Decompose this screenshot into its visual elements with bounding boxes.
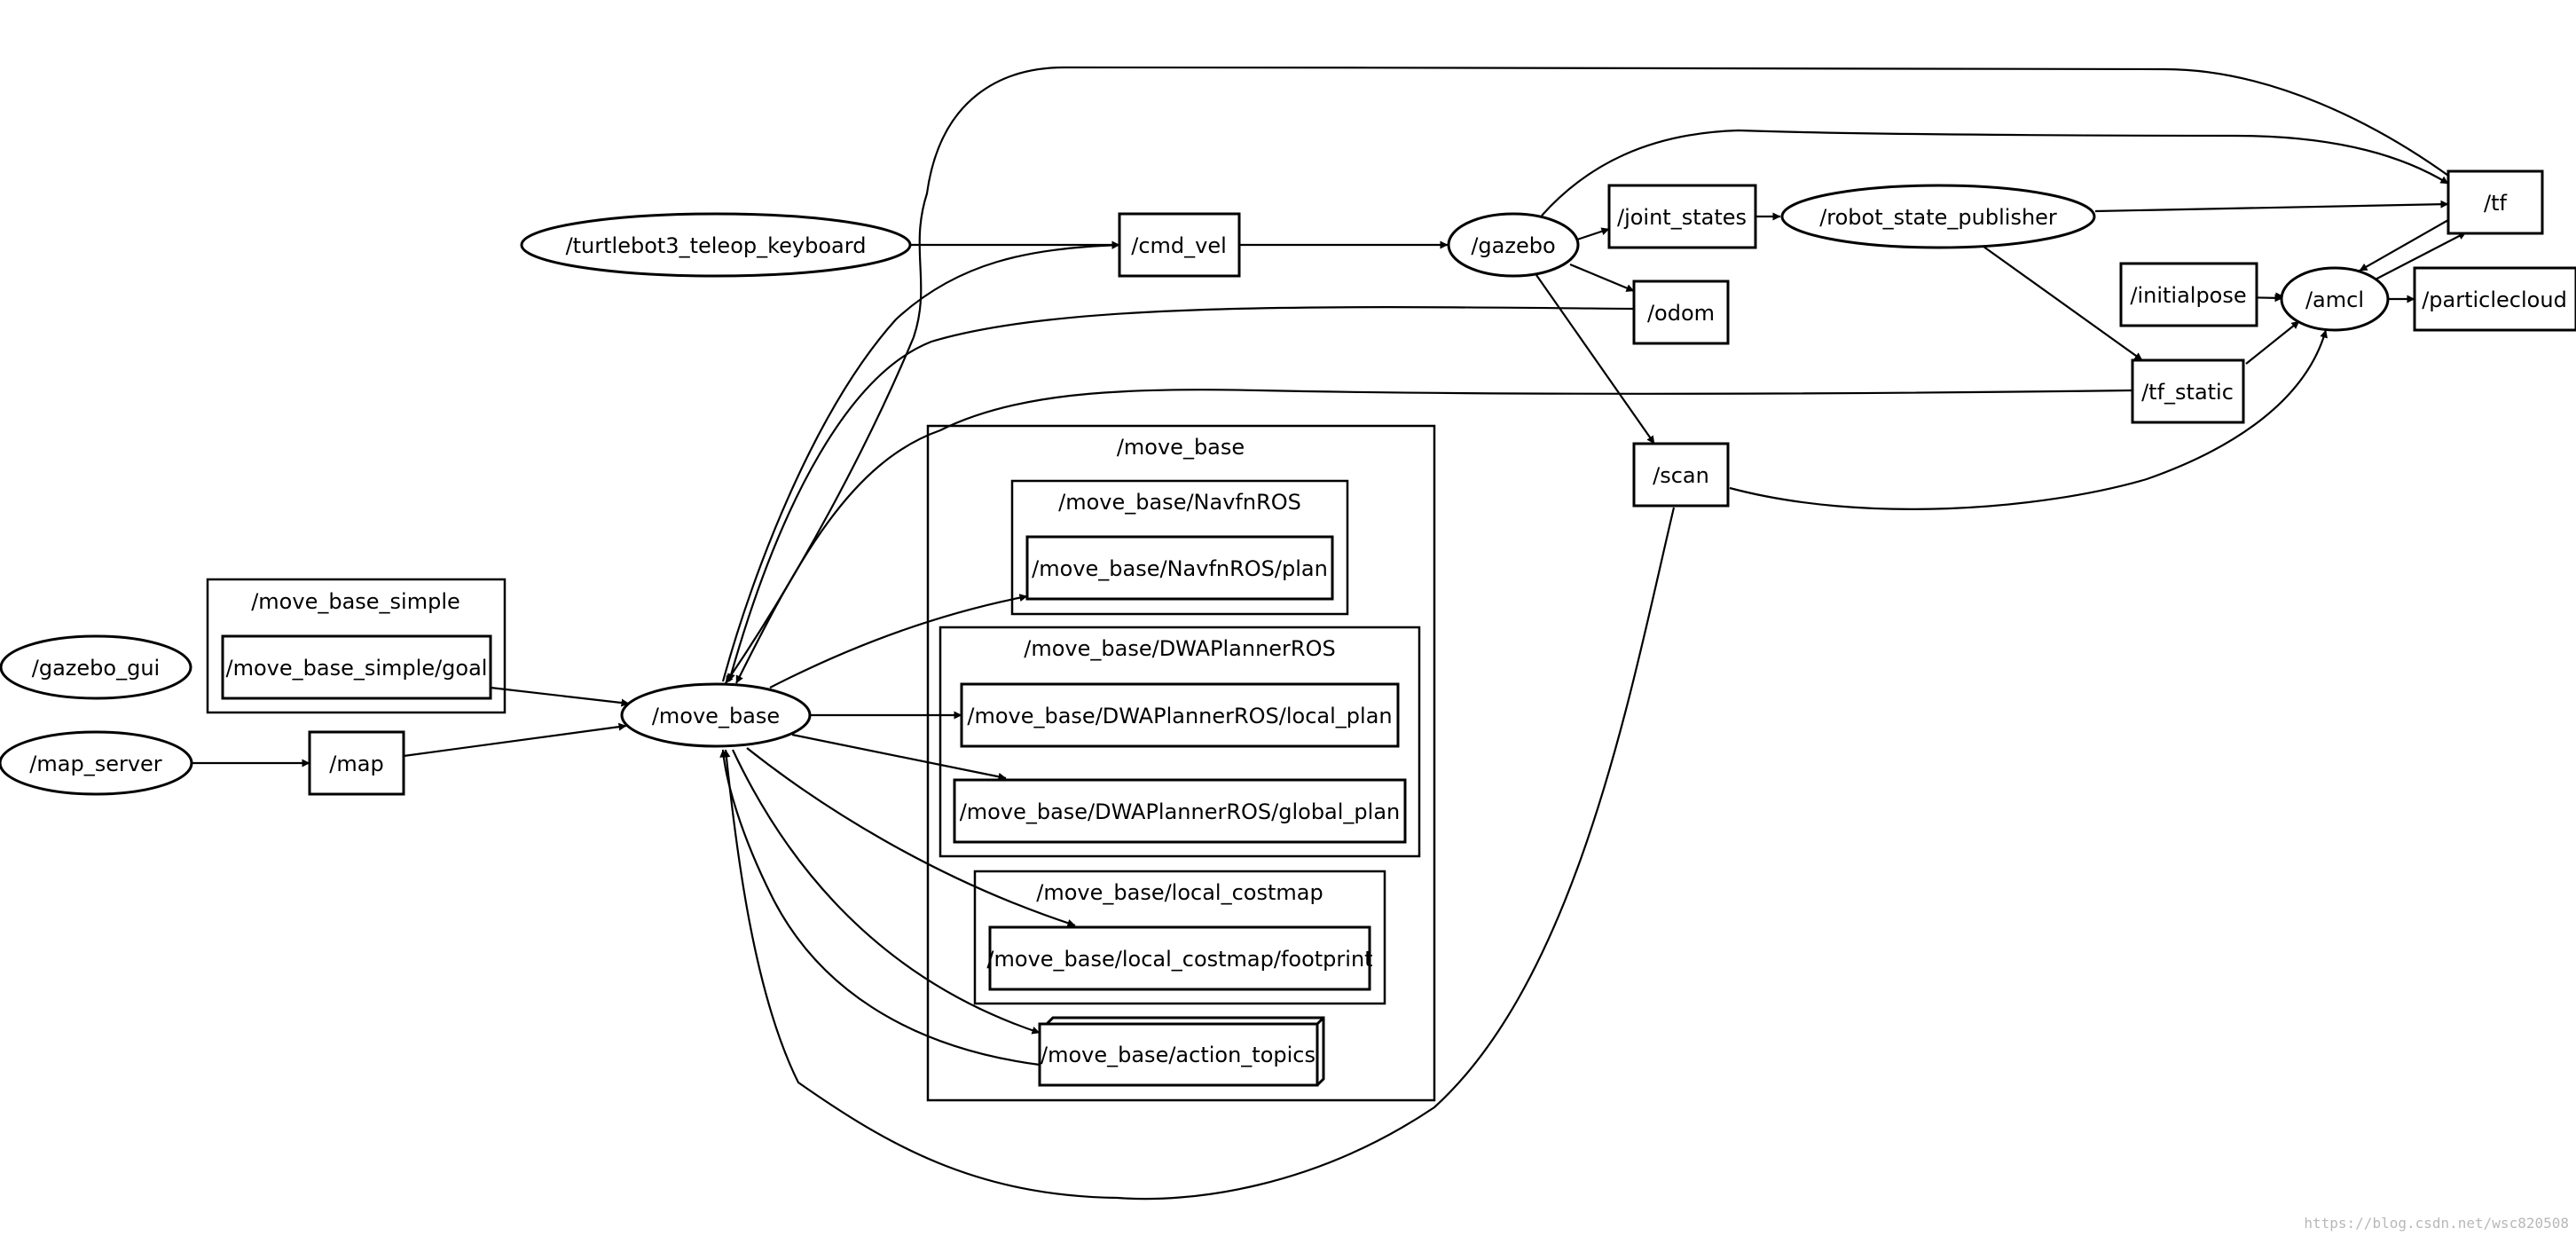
cluster-dwa-planner: /move_base/DWAPlannerROS — [939, 626, 1421, 858]
edge-gazebo-odom — [1569, 263, 1635, 293]
topic-particlecloud[interactable]: /particlecloud — [2413, 266, 2576, 332]
edge-move-base-navfn-plan — [769, 594, 1028, 689]
node-amcl-label: /amcl — [2305, 287, 2364, 312]
topic-initialpose-label: /initialpose — [2130, 283, 2246, 308]
edge-gazebo-scan — [1535, 274, 1655, 445]
topic-tf-label: /tf — [2484, 191, 2507, 216]
edge-goal-move-base — [490, 686, 630, 707]
cluster-navfn-label: /move_base/NavfnROS — [1058, 490, 1301, 515]
topic-scan-label: /scan — [1653, 463, 1709, 488]
node-gazebo-label: /gazebo — [1471, 233, 1555, 258]
topic-map-label: /map — [329, 752, 383, 776]
cluster-move-base: /move_base — [926, 424, 1436, 1102]
edge-tf-static-move-base — [735, 389, 2133, 684]
topic-action-topics-label: /move_base/action_topics — [1041, 1043, 1315, 1067]
topic-footprint-label: /move_base/local_costmap/footprint — [986, 947, 1372, 972]
cluster-dwa-label: /move_base/DWAPlannerROS — [1024, 636, 1335, 661]
edge-map-move-base — [403, 722, 627, 758]
edge-move-base-cmd-vel — [721, 240, 1120, 682]
node-robot-state-publisher[interactable]: /robot_state_publisher — [1780, 184, 2096, 249]
edge-gazebo-tf — [1541, 129, 2449, 216]
topic-tf-static[interactable]: /tf_static — [2131, 358, 2245, 424]
edge-odom-move-base — [726, 306, 1635, 682]
topic-move-base-simple-goal-label: /move_base_simple/goal — [226, 656, 488, 681]
topic-cmd-vel-label: /cmd_vel — [1131, 233, 1227, 258]
topic-dwa-local-plan-label: /move_base/DWAPlannerROS/local_plan — [967, 704, 1392, 728]
topic-dwa-local-plan[interactable]: /move_base/DWAPlannerROS/local_plan — [960, 682, 1400, 748]
watermark-text: https://blog.csdn.net/wsc820508 — [2304, 1215, 2569, 1232]
node-gazebo[interactable]: /gazebo — [1447, 212, 1580, 278]
cluster-move-base-simple: /move_base_simple — [206, 578, 507, 714]
edge-gazebo-joint-states — [1576, 227, 1610, 241]
topic-dwa-global-plan-label: /move_base/DWAPlannerROS/global_plan — [960, 799, 1401, 824]
topic-cmd-vel[interactable]: /cmd_vel — [1118, 212, 1241, 278]
nodes: /turtlebot3_teleop_keyboard /gazebo /rob… — [0, 169, 2576, 1087]
topic-navfn-plan-label: /move_base/NavfnROS/plan — [1032, 556, 1328, 581]
topic-move-base-simple-goal[interactable]: /move_base_simple/goal — [221, 634, 492, 700]
edge-tf-amcl — [2359, 219, 2449, 272]
node-teleop-keyboard[interactable]: /turtlebot3_teleop_keyboard — [520, 212, 912, 278]
edge-tf-static-amcl — [2245, 320, 2300, 365]
edge-amcl-tf — [2366, 232, 2467, 285]
topic-scan[interactable]: /scan — [1632, 442, 1730, 508]
topic-tf[interactable]: /tf — [2446, 169, 2544, 235]
node-amcl[interactable]: /amcl — [2280, 266, 2390, 332]
topic-odom[interactable]: /odom — [1632, 279, 1730, 345]
node-teleop-keyboard-label: /turtlebot3_teleop_keyboard — [566, 233, 867, 258]
topic-odom-label: /odom — [1647, 301, 1715, 326]
topic-footprint[interactable]: /move_base/local_costmap/footprint — [986, 925, 1373, 991]
cluster-local-costmap: /move_base/local_costmap — [973, 870, 1386, 1005]
topic-dwa-global-plan[interactable]: /move_base/DWAPlannerROS/global_plan — [953, 778, 1407, 844]
topic-joint-states-label: /joint_states — [1617, 205, 1747, 230]
cluster-move-base-label: /move_base — [1117, 435, 1245, 460]
cluster-local-costmap-label: /move_base/local_costmap — [1036, 880, 1323, 905]
topic-joint-states[interactable]: /joint_states — [1607, 184, 1757, 249]
node-move-base[interactable]: /move_base — [620, 682, 812, 748]
cluster-navfn: /move_base/NavfnROS — [1010, 479, 1349, 616]
cluster-move-base-simple-label: /move_base_simple — [251, 589, 460, 614]
topic-tf-static-label: /tf_static — [2141, 380, 2234, 405]
node-robot-state-publisher-label: /robot_state_publisher — [1819, 205, 2057, 230]
node-map-server[interactable]: /map_server — [0, 730, 193, 796]
edge-rsp-tf-static — [1979, 243, 2143, 361]
edge-rsp-tf — [2094, 200, 2449, 213]
edge-move-base-footprint — [746, 747, 1076, 927]
edge-scan-move-base — [722, 507, 1676, 1201]
topic-initialpose[interactable]: /initialpose — [2119, 262, 2258, 327]
edges — [192, 66, 2467, 1201]
node-map-server-label: /map_server — [29, 752, 162, 776]
edge-action-topics-move-base — [719, 749, 1041, 1067]
edge-scan-amcl — [1729, 329, 2329, 510]
node-gazebo-gui[interactable]: /gazebo_gui — [0, 634, 192, 700]
edge-move-base-dwa-global — [791, 733, 1007, 781]
node-move-base-label: /move_base — [652, 704, 780, 728]
topic-particlecloud-label: /particlecloud — [2422, 287, 2567, 312]
node-gazebo-gui-label: /gazebo_gui — [32, 656, 160, 681]
edge-move-base-action-topics — [732, 749, 1041, 1035]
topic-map[interactable]: /map — [308, 730, 405, 796]
topic-navfn-plan[interactable]: /move_base/NavfnROS/plan — [1025, 535, 1334, 601]
topic-action-topics[interactable]: /move_base/action_topics — [1038, 1016, 1325, 1087]
edge-tf-move-base — [725, 66, 2452, 684]
